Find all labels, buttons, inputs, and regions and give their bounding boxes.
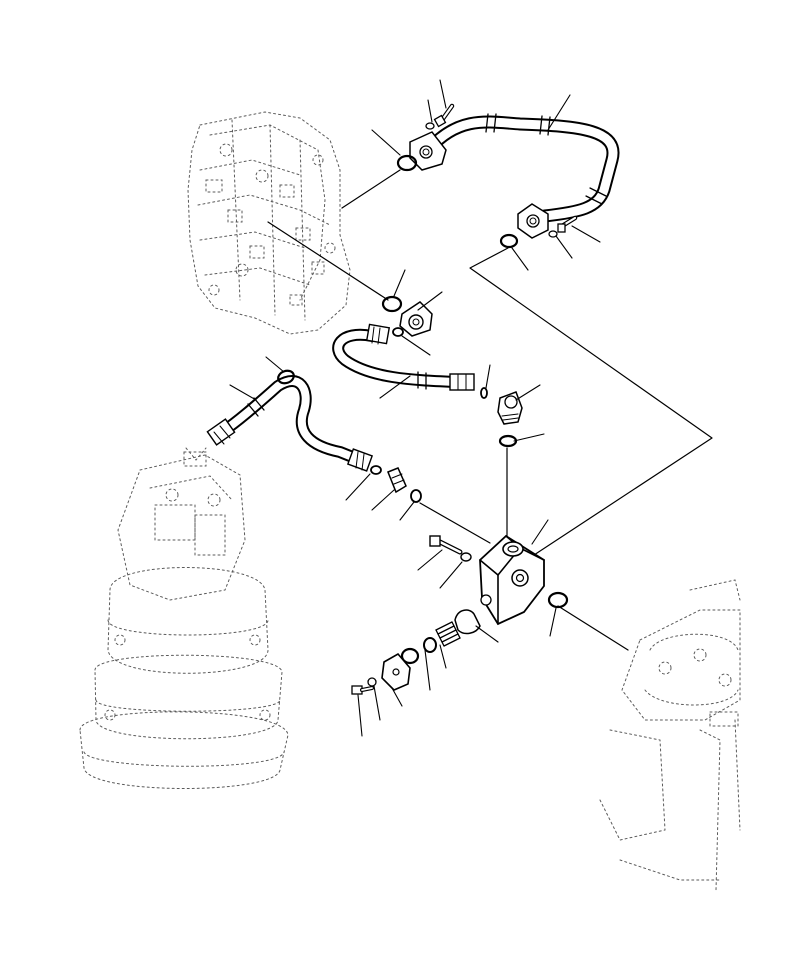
upper-washer [425, 122, 435, 130]
right-elbow [497, 391, 523, 425]
relief-plug-assembly [351, 609, 481, 695]
spring [435, 621, 461, 647]
block-bolt [429, 535, 463, 555]
o-ring-block-side [547, 591, 569, 609]
o-ring-lower-valve [381, 295, 403, 313]
lower-bolt [557, 215, 578, 233]
swing-motor-ghost [79, 447, 289, 789]
upper-bolt [433, 103, 455, 128]
o-ring-tiny [480, 387, 488, 399]
block-washer [460, 552, 472, 562]
callout-leaders [229, 79, 601, 737]
valve-block [479, 534, 545, 626]
o-ring-small-mid [392, 327, 404, 337]
travel-motor-ghost [599, 579, 741, 891]
o-ring-connector-b [410, 489, 422, 503]
o-ring-connector-a [370, 465, 382, 475]
upper-pipe [409, 103, 620, 239]
left-hose [206, 375, 374, 472]
o-ring-pipe-end [499, 233, 519, 249]
control-valve-ghost [187, 111, 351, 335]
middle-elbow [399, 301, 433, 337]
connector-fitting [387, 467, 407, 494]
middle-hose [332, 323, 475, 391]
leader-lines [267, 169, 713, 651]
o-ring-upper [396, 154, 418, 172]
lower-washer [548, 230, 558, 238]
